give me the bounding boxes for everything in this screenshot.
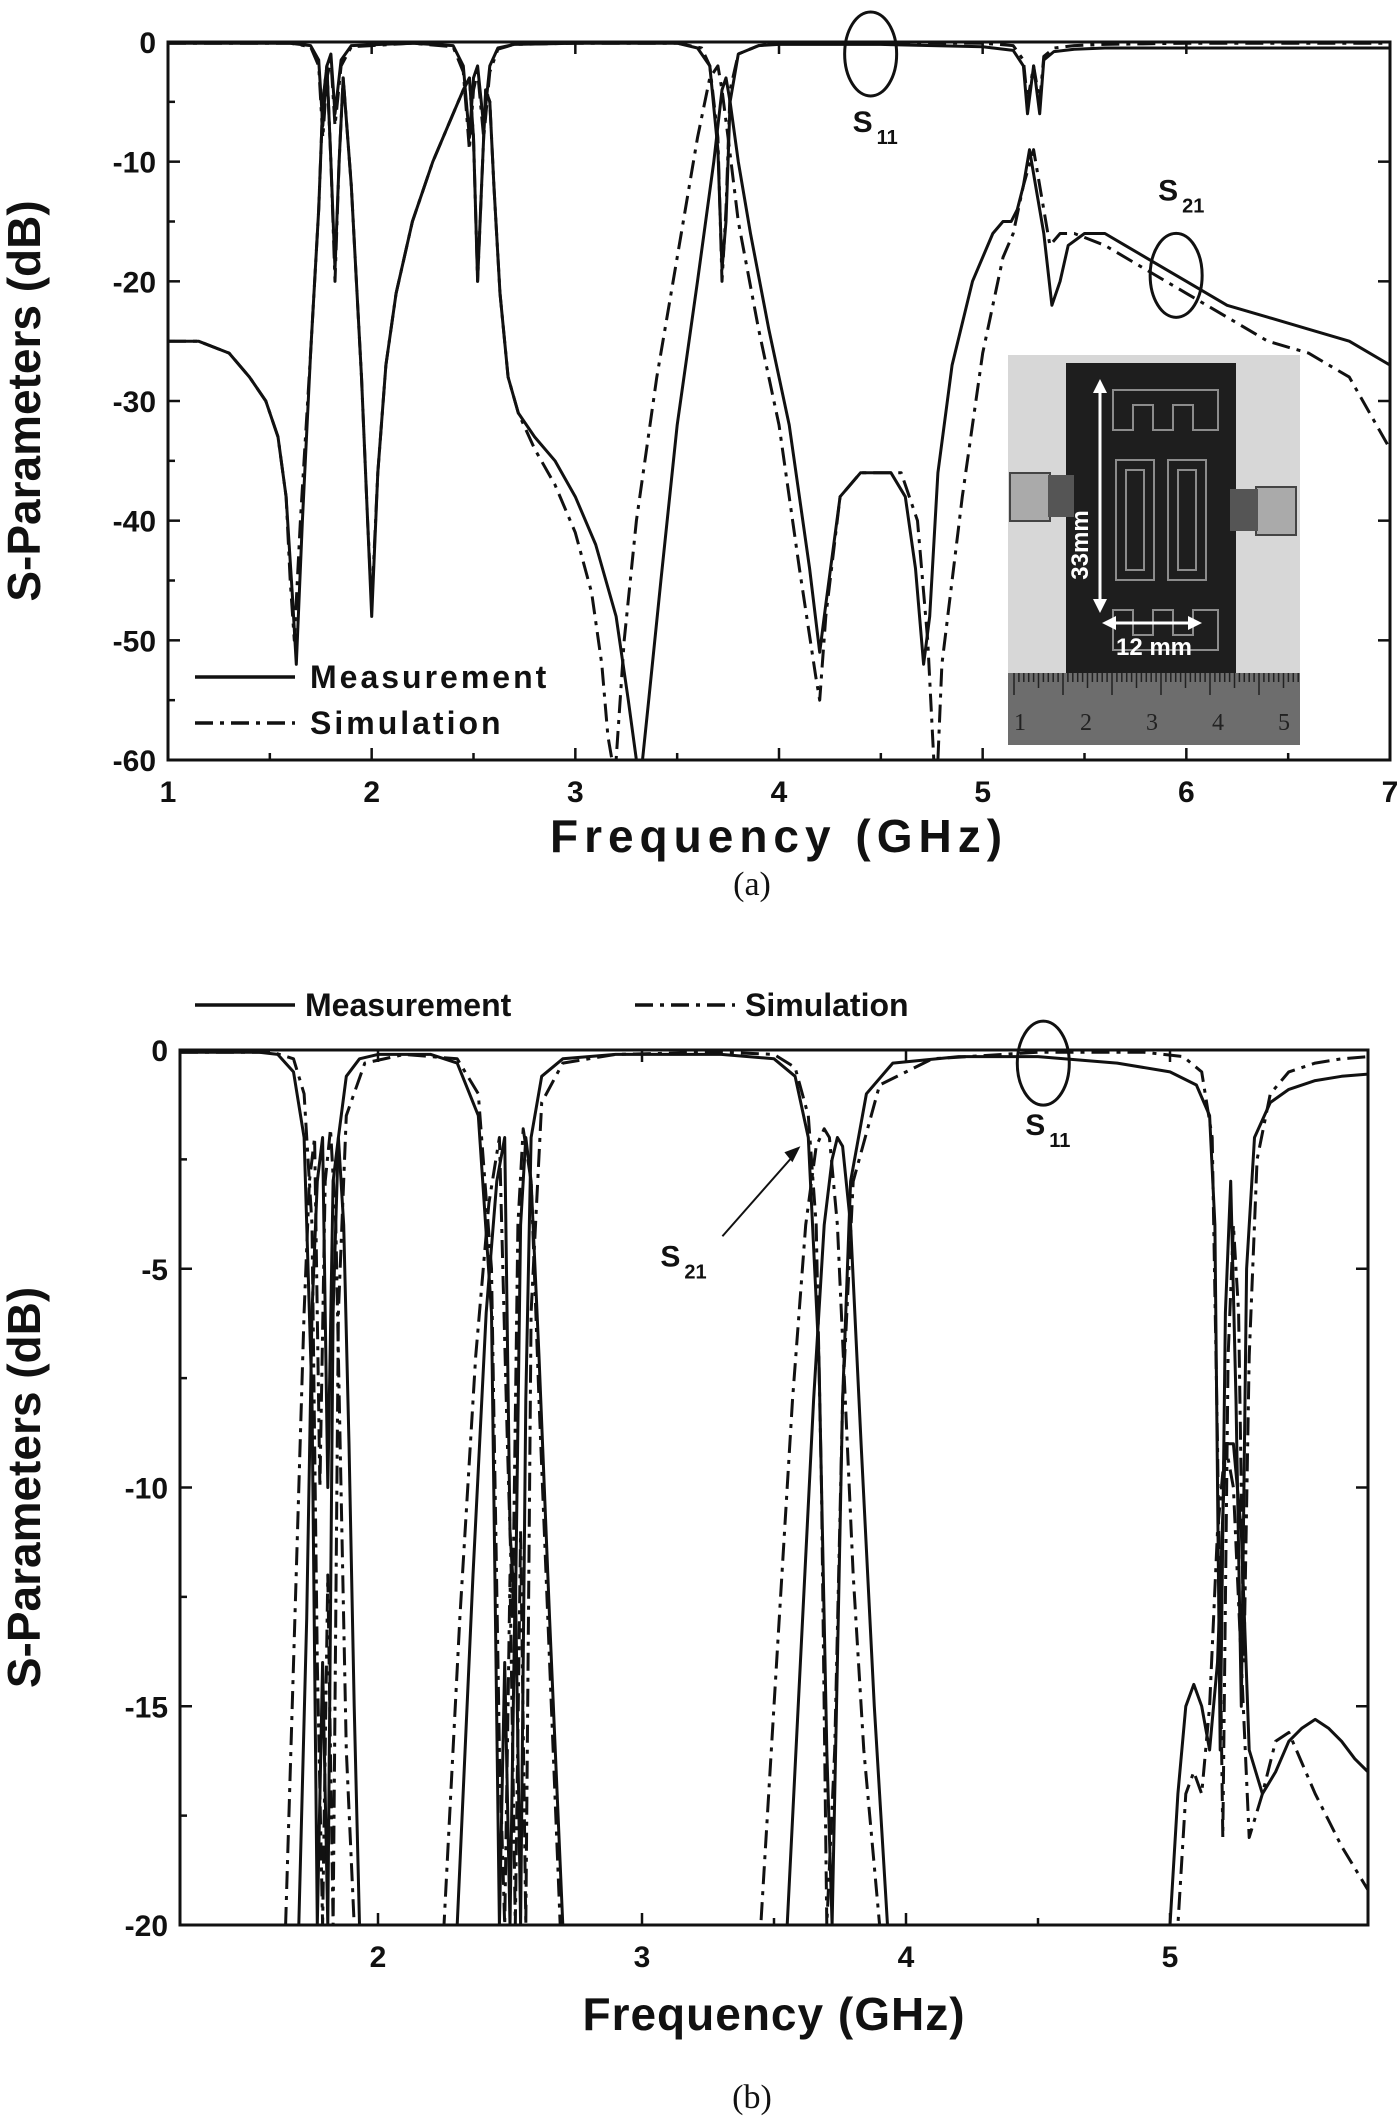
y-tick-label: -20 [113,266,156,299]
inset-dim-arrowhead [1093,379,1107,393]
annotation-letter: S [1025,1109,1045,1142]
annotation-subscript: 11 [877,127,898,149]
x-tick-label: 2 [370,1941,387,1974]
inset-ruler-number: 4 [1212,710,1224,736]
y-tick-label: -50 [113,625,156,658]
y-axis-label: S-Parameters (dB) [0,200,50,601]
legend-label-measurement: Measurement [310,659,549,695]
legend-label-simulation: Simulation [745,987,909,1023]
annotation-letter: S [660,1240,680,1273]
y-tick-label: 0 [151,1035,168,1068]
x-tick-label: 5 [974,776,991,809]
inset-trace-right [1167,459,1207,581]
y-tick-label: -40 [113,506,156,539]
y-tick-label: -20 [125,1910,168,1943]
x-tick-label: 4 [898,1941,915,1974]
y-tick-label: -15 [125,1691,168,1724]
inset-connector-right [1255,486,1297,536]
inset-connector-right-body [1230,489,1258,531]
x-tick-label: 2 [363,776,380,809]
y-tick-label: -10 [125,1473,168,1506]
x-axis-label: Frequency (GHz) [550,810,1008,862]
inset-photo: 33mm 12 mm 1 2 3 4 5 [1008,355,1300,745]
inset-trace-bottom [1112,609,1219,651]
x-tick-label: 6 [1178,776,1195,809]
series-simulation-s11-line [168,42,1390,283]
x-tick-label: 3 [634,1941,651,1974]
panel-caption: (b) [732,2079,772,2116]
legend-label-measurement: Measurement [305,987,512,1023]
inset-board [1066,363,1236,678]
annotation-ellipse [1015,1019,1071,1107]
x-tick-label: 3 [567,776,584,809]
panel-caption: (a) [733,866,771,903]
legend-label-simulation: Simulation [310,705,504,741]
annotation-subscript: 21 [1182,195,1204,217]
series-simulation-s21-line [284,1127,1368,1925]
series-simulation-s21-line [168,64,1390,760]
inset-ruler [1008,673,1300,745]
annotation-letter: S [1158,174,1178,207]
inset-label-height: 33mm [1067,510,1094,579]
annotation-arrow-line [721,1151,798,1237]
x-tick-label: 4 [771,776,788,809]
annotation-subscript: 21 [684,1261,706,1283]
inset-label-width: 12 mm [1116,634,1192,661]
annotation-ellipse [843,10,899,98]
inset-trace-left-inner [1125,469,1145,571]
y-tick-label: -60 [113,745,156,778]
y-tick-label: -30 [113,386,156,419]
annotation-arrowhead [784,1146,801,1163]
x-tick-label: 5 [1162,1941,1179,1974]
annotation-letter: S [853,106,873,139]
y-axis-label: S-Parameters (dB) [0,1287,50,1688]
inset-dim-arrowhead [1102,616,1116,630]
inset-ruler-number: 1 [1014,710,1026,736]
series-simulation-s11-line [180,1050,1368,1925]
inset-trace-left [1115,459,1155,581]
y-tick-label: -10 [113,147,156,180]
inset-dim-arrowhead [1093,599,1107,613]
y-tick-label: 0 [139,27,156,60]
inset-dim-arrowhead [1188,616,1202,630]
inset-trace-right-inner [1177,469,1197,571]
inset-ruler-number: 3 [1146,710,1158,736]
inset-ruler-number: 2 [1080,710,1092,736]
inset-connector-left-body [1048,475,1074,517]
x-axis-label: Frequency (GHz) [582,1988,965,2040]
plot-frame [178,1048,1370,1927]
x-tick-label: 1 [160,776,177,809]
annotation-subscript: 11 [1049,1130,1070,1152]
x-tick-label: 7 [1382,776,1399,809]
series-measurement-s11-line [180,1050,1368,1925]
inset-connector-left [1009,472,1051,522]
inset-trace-top [1112,389,1219,431]
annotation-ellipse [1148,231,1204,319]
y-tick-label: -5 [141,1254,168,1287]
series-measurement-s11-line [168,42,1390,271]
inset-ruler-number: 5 [1278,710,1290,736]
